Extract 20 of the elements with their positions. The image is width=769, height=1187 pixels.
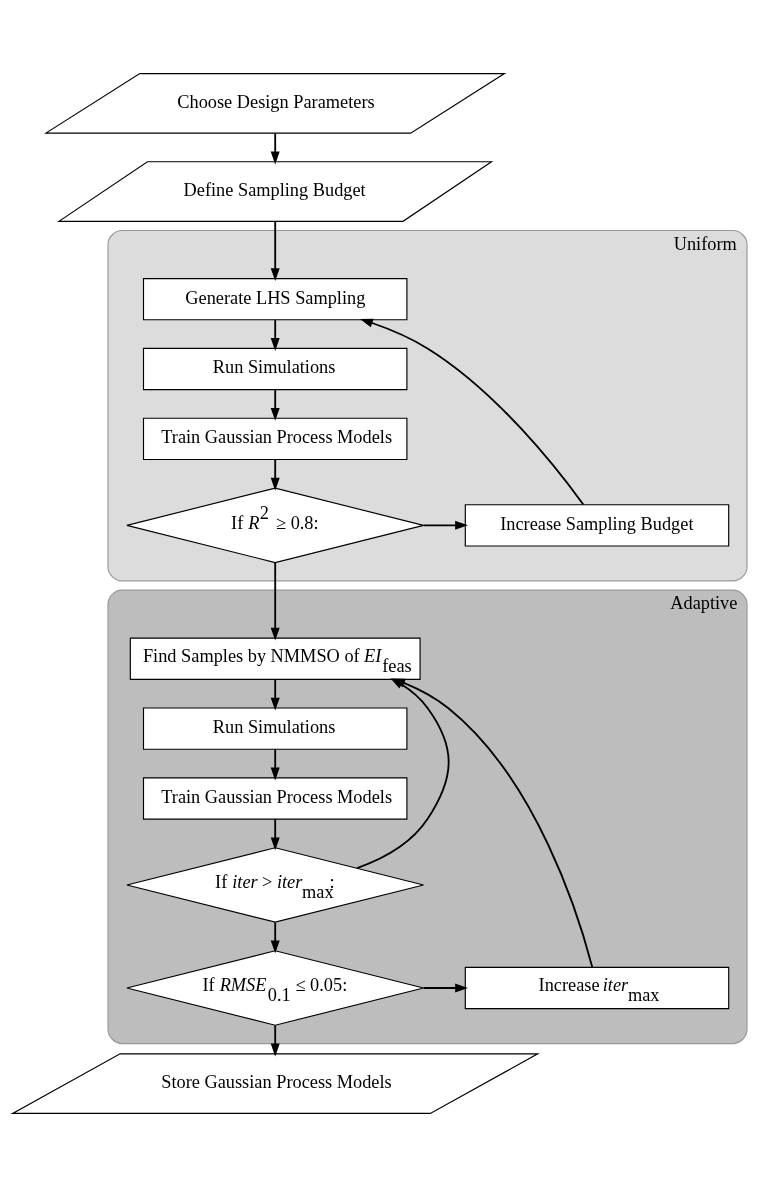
arrow: [270, 748, 280, 781]
arrow: [422, 983, 468, 993]
arrow: [270, 921, 280, 954]
node-box: Generate LHS Sampling: [142, 278, 408, 321]
arrow: [270, 818, 280, 851]
node-box: Train Gaussian Process Models: [142, 777, 408, 820]
arrow: [270, 132, 280, 165]
node-box: Run Simulations: [142, 347, 408, 391]
arrow: [270, 458, 280, 491]
node-box: Train Gaussian Process Models: [142, 417, 408, 461]
arrow: [360, 318, 585, 506]
node-box: Run Simulations: [142, 707, 408, 750]
arrow: [270, 318, 280, 351]
arrow: [270, 678, 280, 711]
arrow: [270, 1024, 280, 1057]
arrow: [422, 520, 468, 530]
node-box: Increase Sampling Budget: [464, 504, 730, 547]
arrow: [270, 220, 280, 282]
arrow: [270, 561, 280, 641]
arrow: [270, 388, 280, 421]
